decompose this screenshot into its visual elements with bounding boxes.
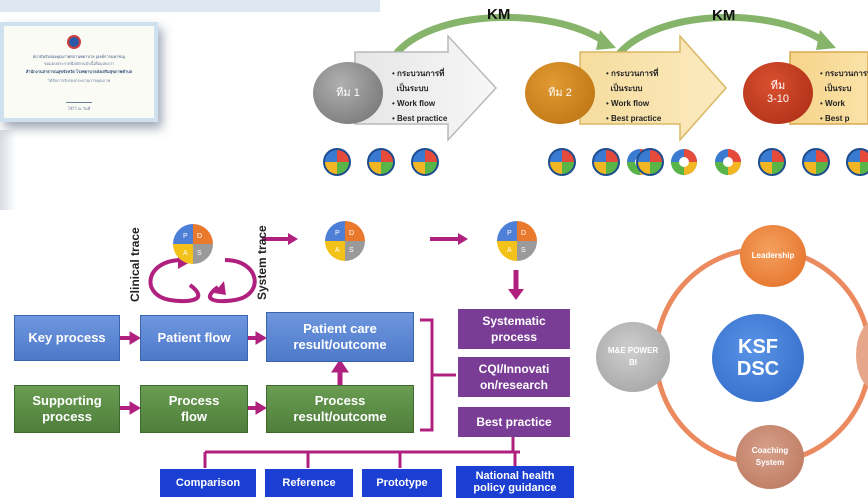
coaching-system-node: Coaching System: [736, 425, 804, 489]
pdsa-d: D: [521, 230, 526, 237]
arrowhead: [288, 233, 298, 245]
process-flow-block: Process flow: [140, 385, 248, 433]
pdsa-a: A: [335, 247, 340, 254]
pdsa-wheel-large: P D A S: [497, 221, 537, 261]
best-practice-block: Best practice: [458, 407, 570, 437]
bullet-item: • Best p: [820, 114, 850, 123]
pdsa-mini-wheel: [636, 148, 664, 176]
certificate-line: สำนักงานสาธารณสุขจังหวัด โรงพยาบาลส่งเสร…: [25, 69, 133, 74]
clinical-trace-arrow: [148, 258, 201, 304]
clinical-trace-label: Clinical trace: [128, 227, 142, 302]
faded-edge: [0, 130, 16, 210]
pdsa-s: S: [197, 250, 202, 257]
km-curve-arrow: [392, 13, 607, 58]
bullet-item: • กระบวนการที่: [606, 69, 659, 78]
pdsa-mini-wheel: [846, 148, 868, 176]
supporting-process-block: Supporting process: [14, 385, 120, 433]
bullet-item: • Best practice: [392, 114, 448, 123]
process-arrow-1: [354, 34, 498, 142]
pdsa-wheel-large: P D A S: [173, 224, 213, 264]
national-policy-box: National health policy guidance: [456, 466, 574, 498]
km-label-2: KM: [712, 7, 736, 24]
bullet-item: เป็นระบบ: [610, 84, 643, 93]
arrowhead: [508, 289, 524, 300]
certificate-line: ได้รับการรับรองกระบวนการคุณภาพ: [47, 78, 111, 83]
pdsa-wheel-large: P D A S: [325, 221, 365, 261]
pdsa-p: P: [335, 230, 340, 237]
systematic-process-block: Systematic process: [458, 309, 570, 349]
team-label: ทีม 1: [336, 86, 360, 99]
ksf-dsc-center: KSF DSC: [712, 314, 804, 402]
process-result-block: Process result/outcome: [266, 385, 414, 433]
system-trace-arrow: [208, 258, 257, 304]
bullet-item: • กระบวนการที่: [392, 69, 445, 78]
bullet-item: เป็นระบ: [824, 84, 852, 93]
pdsa-s: S: [521, 247, 526, 254]
certificate-line: สถาบันรับรองคุณภาพสถานพยาบาล (องค์การมหา…: [32, 54, 126, 59]
prototype-box: Prototype: [362, 469, 442, 497]
bullet-item: • Work: [820, 99, 845, 108]
certificate-line: ขอมอบประกาศนียบัตรฉบับนี้เพื่อแสดงว่า: [43, 61, 115, 66]
certificate-image: สถาบันรับรองคุณภาพสถานพยาบาล (องค์การมหา…: [0, 22, 158, 122]
team-3-bullets: • กระบวนการที่ เป็นระบ • Work • Best p: [820, 66, 868, 126]
pdsa-mini-wheel: [802, 148, 830, 176]
team-label: ทีม: [770, 80, 786, 92]
pdsa-mini-wheel: [592, 148, 620, 176]
team-2-circle: ทีม 2: [525, 62, 595, 124]
km-curve-arrow: [615, 13, 827, 58]
pdsa-d: D: [197, 233, 202, 240]
pdsa-a: A: [183, 250, 188, 257]
signature: [66, 95, 92, 103]
pdsa-mini-wheel: [758, 148, 786, 176]
pdsa-mini-wheel: [367, 148, 395, 176]
team-sub-label: 3-10: [766, 93, 790, 105]
process-arrow-2: [579, 34, 728, 142]
seal-logo-icon: [67, 35, 81, 49]
certificate-line: ให้ไว้ ณ วันที่: [67, 106, 91, 111]
bullet-item: เป็นระบบ: [396, 84, 429, 93]
leadership-node: Leadership: [740, 225, 806, 287]
bullet-item: • Work flow: [606, 99, 650, 108]
bullet-item: • Work flow: [392, 99, 436, 108]
pdsa-mini-wheel: [411, 148, 439, 176]
reference-box: Reference: [265, 469, 353, 497]
pdsa-s: S: [349, 247, 354, 254]
top-strip: [0, 0, 380, 12]
km-arrowhead: [816, 30, 836, 50]
pdsa-mini-wheel: [548, 148, 576, 176]
km-label-1: KM: [487, 6, 511, 23]
pdsa-a: A: [507, 247, 512, 254]
pdsa-wheels-strip: [323, 148, 868, 176]
pdsa-cycle-diagram: [148, 233, 524, 304]
patient-care-result-block: Patient care result/outcome: [266, 312, 414, 362]
team-1-circle: ทีม 1: [313, 62, 383, 124]
team-label: ทีม 2: [548, 86, 572, 99]
pdsa-p: P: [183, 233, 188, 240]
arrowhead: [458, 233, 468, 245]
system-trace-label: System trace: [255, 225, 269, 300]
me-powerbi-node: M&E POWER BI: [596, 322, 670, 392]
team-2-bullets: • กระบวนการที่ เป็นระบบ • Work flow • Be…: [606, 66, 661, 126]
right-node-cut: [856, 320, 868, 390]
pdsa-mini-wheel: [323, 148, 351, 176]
team-1-bullets: • กระบวนการที่ เป็นระบบ • Work flow • Be…: [392, 66, 447, 126]
patient-flow-block: Patient flow: [140, 315, 248, 361]
cqi-innovation-block: CQI/Innovati on/research: [458, 357, 570, 397]
pdsa-p: P: [507, 230, 512, 237]
km-arrowhead: [596, 30, 616, 50]
bullet-item: • กระบวนการที่: [820, 69, 868, 78]
arrowhead: [214, 281, 226, 295]
key-process-block: Key process: [14, 315, 120, 361]
bullet-item: • Best practice: [606, 114, 662, 123]
pdsa-d: D: [349, 230, 354, 237]
comparison-box: Comparison: [160, 469, 256, 497]
